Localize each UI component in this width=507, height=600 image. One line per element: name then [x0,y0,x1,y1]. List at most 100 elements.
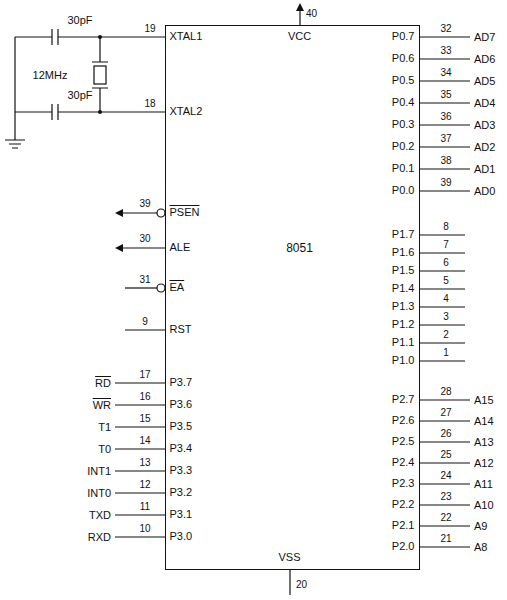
pin-name: RST [170,323,192,336]
pin-line [420,420,470,421]
arrow-head [115,209,123,217]
pin-line [420,270,465,271]
vss-pin [289,570,290,595]
pin-name: P0.3 [392,118,415,131]
pin-number: 37 [440,133,451,145]
signal-name: RXD [88,531,111,544]
signal-name: TXD [89,509,111,522]
pin-name: P1.4 [392,282,415,295]
pin-number: 13 [139,457,150,469]
pin-line [115,426,165,427]
pin-line [115,448,165,449]
pin-line [420,58,470,59]
pin-line [420,288,465,289]
pin-line [420,306,465,307]
pin-name: P1.6 [392,246,415,259]
pin-name: P2.5 [392,435,415,448]
signal-name: A14 [474,415,494,428]
pin-line [115,514,165,515]
pin-number: 3 [443,311,449,323]
pin-number: 11 [140,501,150,513]
pin-name: P0.4 [392,96,415,109]
pin-name: P3.1 [170,508,193,521]
pin-line [115,536,165,537]
signal-name: AD7 [474,31,495,44]
pin-line [420,102,470,103]
pin-line [420,146,470,147]
pin-number: 26 [440,428,451,440]
signal-name: A8 [474,541,487,554]
pin-line [115,382,165,383]
signal-name: A11 [474,478,493,491]
xtal1-wire [15,36,165,37]
pin-number: 23 [440,491,451,503]
pin-number: 6 [443,257,449,269]
port-pins [115,37,470,547]
pin-number: 2 [443,329,449,341]
pin-name: P3.7 [170,376,193,389]
pin-line [420,546,470,547]
pin-line [420,168,470,169]
signal-name: AD0 [474,185,495,198]
signal-name: AD6 [474,53,495,66]
pin-line [420,462,470,463]
pin-name: P2.1 [392,519,415,532]
crystal-leads [92,37,108,112]
pin-name: P2.4 [392,456,415,469]
inversion-bubble [157,284,165,292]
pin-number: 31 [139,274,150,286]
pin-number: 9 [142,316,148,328]
pin-number: 27 [440,407,451,419]
pin-number: 39 [440,177,451,189]
pin-line [420,36,470,37]
rst-pin [125,329,165,330]
signal-name: INT0 [87,487,111,500]
psen-pin [122,212,157,213]
pin-line [420,441,470,442]
pin-number: 30 [139,233,150,245]
pin-name: P3.0 [170,530,193,543]
pin-number: 14 [139,435,150,447]
pin-number: 4 [443,293,449,305]
signal-name: T1 [98,421,111,434]
ale-pin [122,247,165,248]
pin-name: P3.2 [170,486,193,499]
pin-name: P0.0 [392,184,415,197]
pin-name: P0.1 [392,162,415,175]
xtal2-wire [15,111,165,112]
pin-number: 15 [139,413,150,425]
pin-name: P2.0 [392,540,415,553]
component-value: 30pF [67,14,92,27]
pin-number: 16 [139,391,150,403]
pin-name: XTAL1 [170,30,203,43]
signal-name: A10 [474,499,494,512]
signal-name: WR [93,399,111,412]
pin-number: 34 [440,67,451,79]
pin-line [420,525,470,526]
pin-line [420,234,465,235]
pin-number: 35 [440,89,451,101]
pin-number: 24 [440,470,451,482]
pin-number: 40 [306,8,317,20]
pin-name: P2.7 [392,393,415,406]
chip-name: 8051 [286,241,313,255]
pin-number: 22 [440,512,451,524]
pin-line [420,483,470,484]
signal-name: A9 [474,520,487,533]
pin-name: P0.2 [392,140,415,153]
signal-name: AD1 [474,163,495,176]
signal-name: A13 [474,436,494,449]
pin-number: 33 [440,45,451,57]
pin-name: VSS [278,551,300,564]
inversion-bubble [157,209,165,217]
signal-name: A12 [474,457,494,470]
pin-number: 21 [440,533,451,545]
pin-line [420,124,470,125]
pin-number: 17 [139,369,150,381]
junction-dot [98,35,102,39]
signal-name: AD5 [474,75,495,88]
pin-number: 39 [139,198,150,210]
component-value: 30pF [67,89,92,102]
pin-name: P1.5 [392,264,415,277]
pin-line [420,504,470,505]
